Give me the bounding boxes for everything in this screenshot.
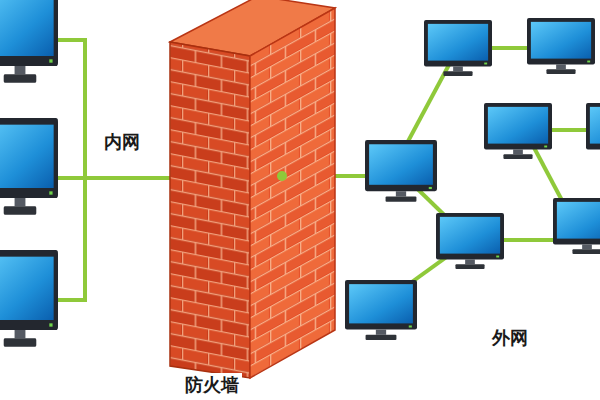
network-label: 内网 <box>101 130 143 154</box>
lan-wires <box>55 40 172 300</box>
network-label: 外网 <box>489 326 531 350</box>
wan-computers <box>345 18 600 340</box>
lan-computers <box>0 0 58 347</box>
firewall-wall <box>170 0 335 378</box>
network-label: 防火墙 <box>182 373 242 397</box>
